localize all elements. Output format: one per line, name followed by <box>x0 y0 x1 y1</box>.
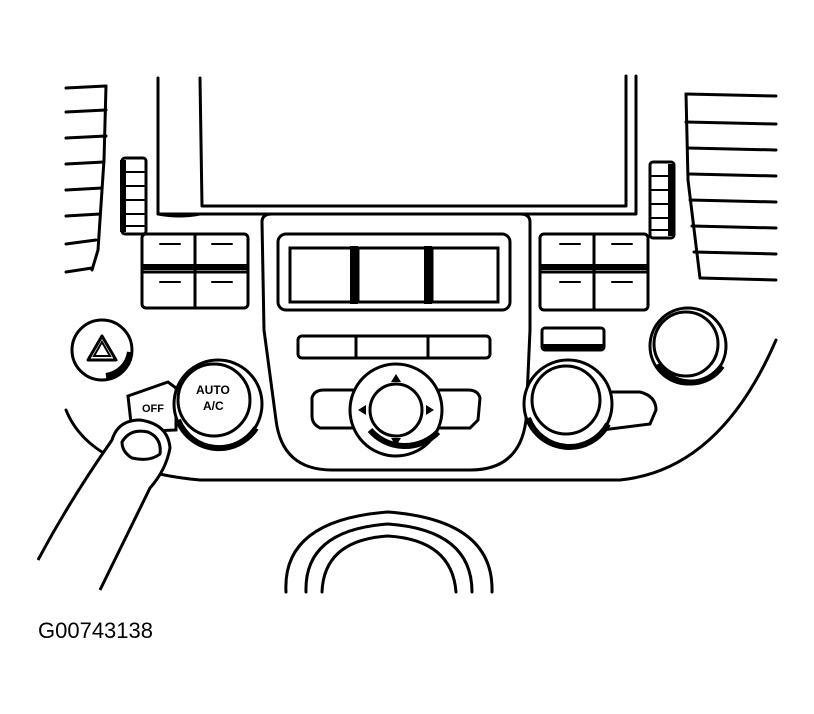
right-button-cluster <box>538 232 650 312</box>
center-mid-button-bar <box>296 334 492 360</box>
directional-pad <box>310 362 482 458</box>
right-knob-lever <box>522 358 658 450</box>
off-label: OFF <box>142 403 164 415</box>
center-top-button-bar <box>276 232 512 312</box>
cup-holder <box>284 510 494 594</box>
figure-id-label: G00743138 <box>38 618 153 643</box>
hazard-triangle-icon <box>86 334 118 362</box>
right-air-vent <box>684 92 778 282</box>
finger-pointer <box>36 418 172 591</box>
display-screen <box>156 74 638 218</box>
left-air-vent <box>64 84 108 274</box>
auto-ac-knob: AUTO A/C <box>172 358 264 452</box>
arrow-up-icon <box>391 374 401 382</box>
hazard-button <box>70 318 134 382</box>
arrow-left-icon <box>358 405 366 415</box>
arrow-down-icon <box>391 438 401 446</box>
arrow-right-icon <box>426 405 434 415</box>
left-button-cluster <box>140 232 250 310</box>
auto-label: AUTO <box>196 383 230 397</box>
right-vent-thumbwheel <box>648 160 676 240</box>
center-console-outline <box>64 212 778 482</box>
ac-label: A/C <box>203 399 224 413</box>
left-vent-thumbwheel <box>120 156 148 236</box>
right-round-knob <box>648 306 728 386</box>
small-rect-button <box>540 326 606 352</box>
